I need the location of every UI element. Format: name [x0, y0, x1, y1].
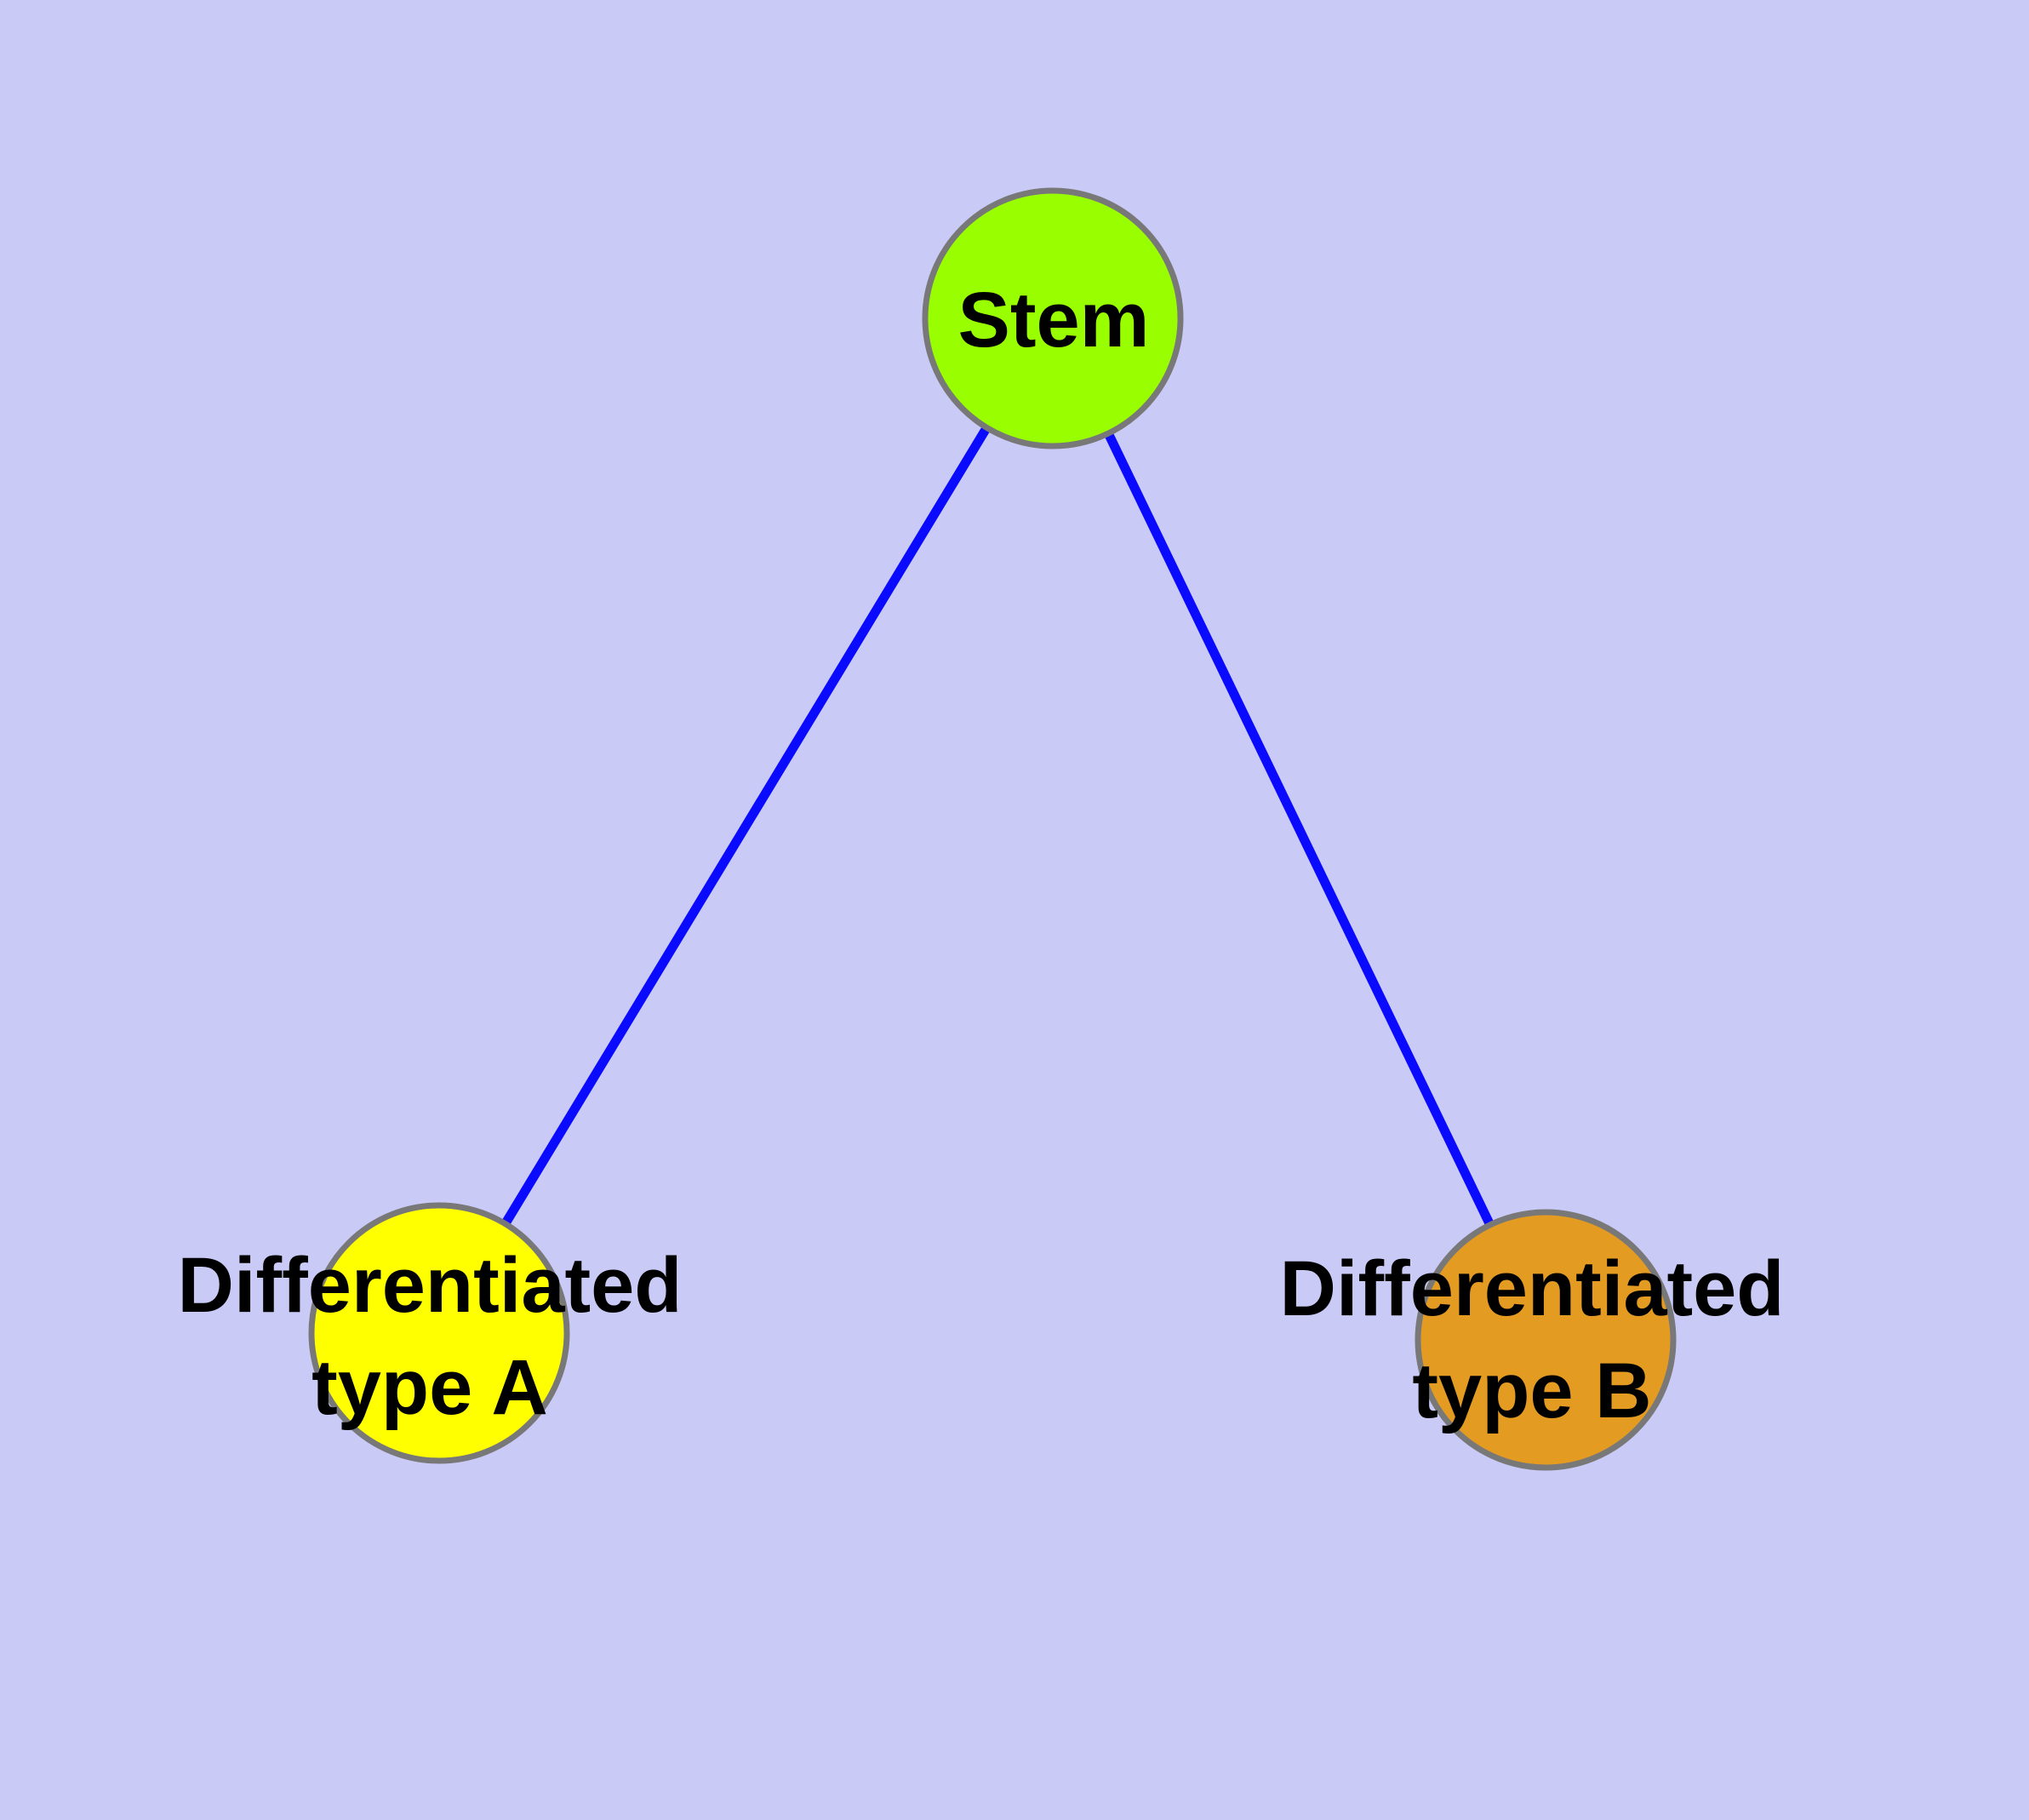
- node-label-type-b-line2: type B: [1412, 1348, 1652, 1434]
- node-label-differentiated-type-b: Differentiated type B: [1280, 1238, 1785, 1442]
- edge-stem-to-type-b: [1049, 316, 1550, 1342]
- node-label-type-a-line1: Differentiated: [177, 1242, 683, 1329]
- node-label-differentiated-type-a: Differentiated type A: [178, 1234, 683, 1439]
- node-label-type-b-line1: Differentiated: [1279, 1245, 1785, 1332]
- node-label-type-a-line2: type A: [311, 1344, 548, 1431]
- node-differentiated-type-a: [308, 1202, 570, 1464]
- node-label-stem-line1: Stem: [957, 277, 1150, 363]
- node-label-stem: Stem: [958, 269, 1150, 371]
- node-differentiated-type-b: [1415, 1209, 1677, 1471]
- node-stem: [922, 187, 1184, 449]
- edge-stem-to-type-a: [435, 316, 1057, 1336]
